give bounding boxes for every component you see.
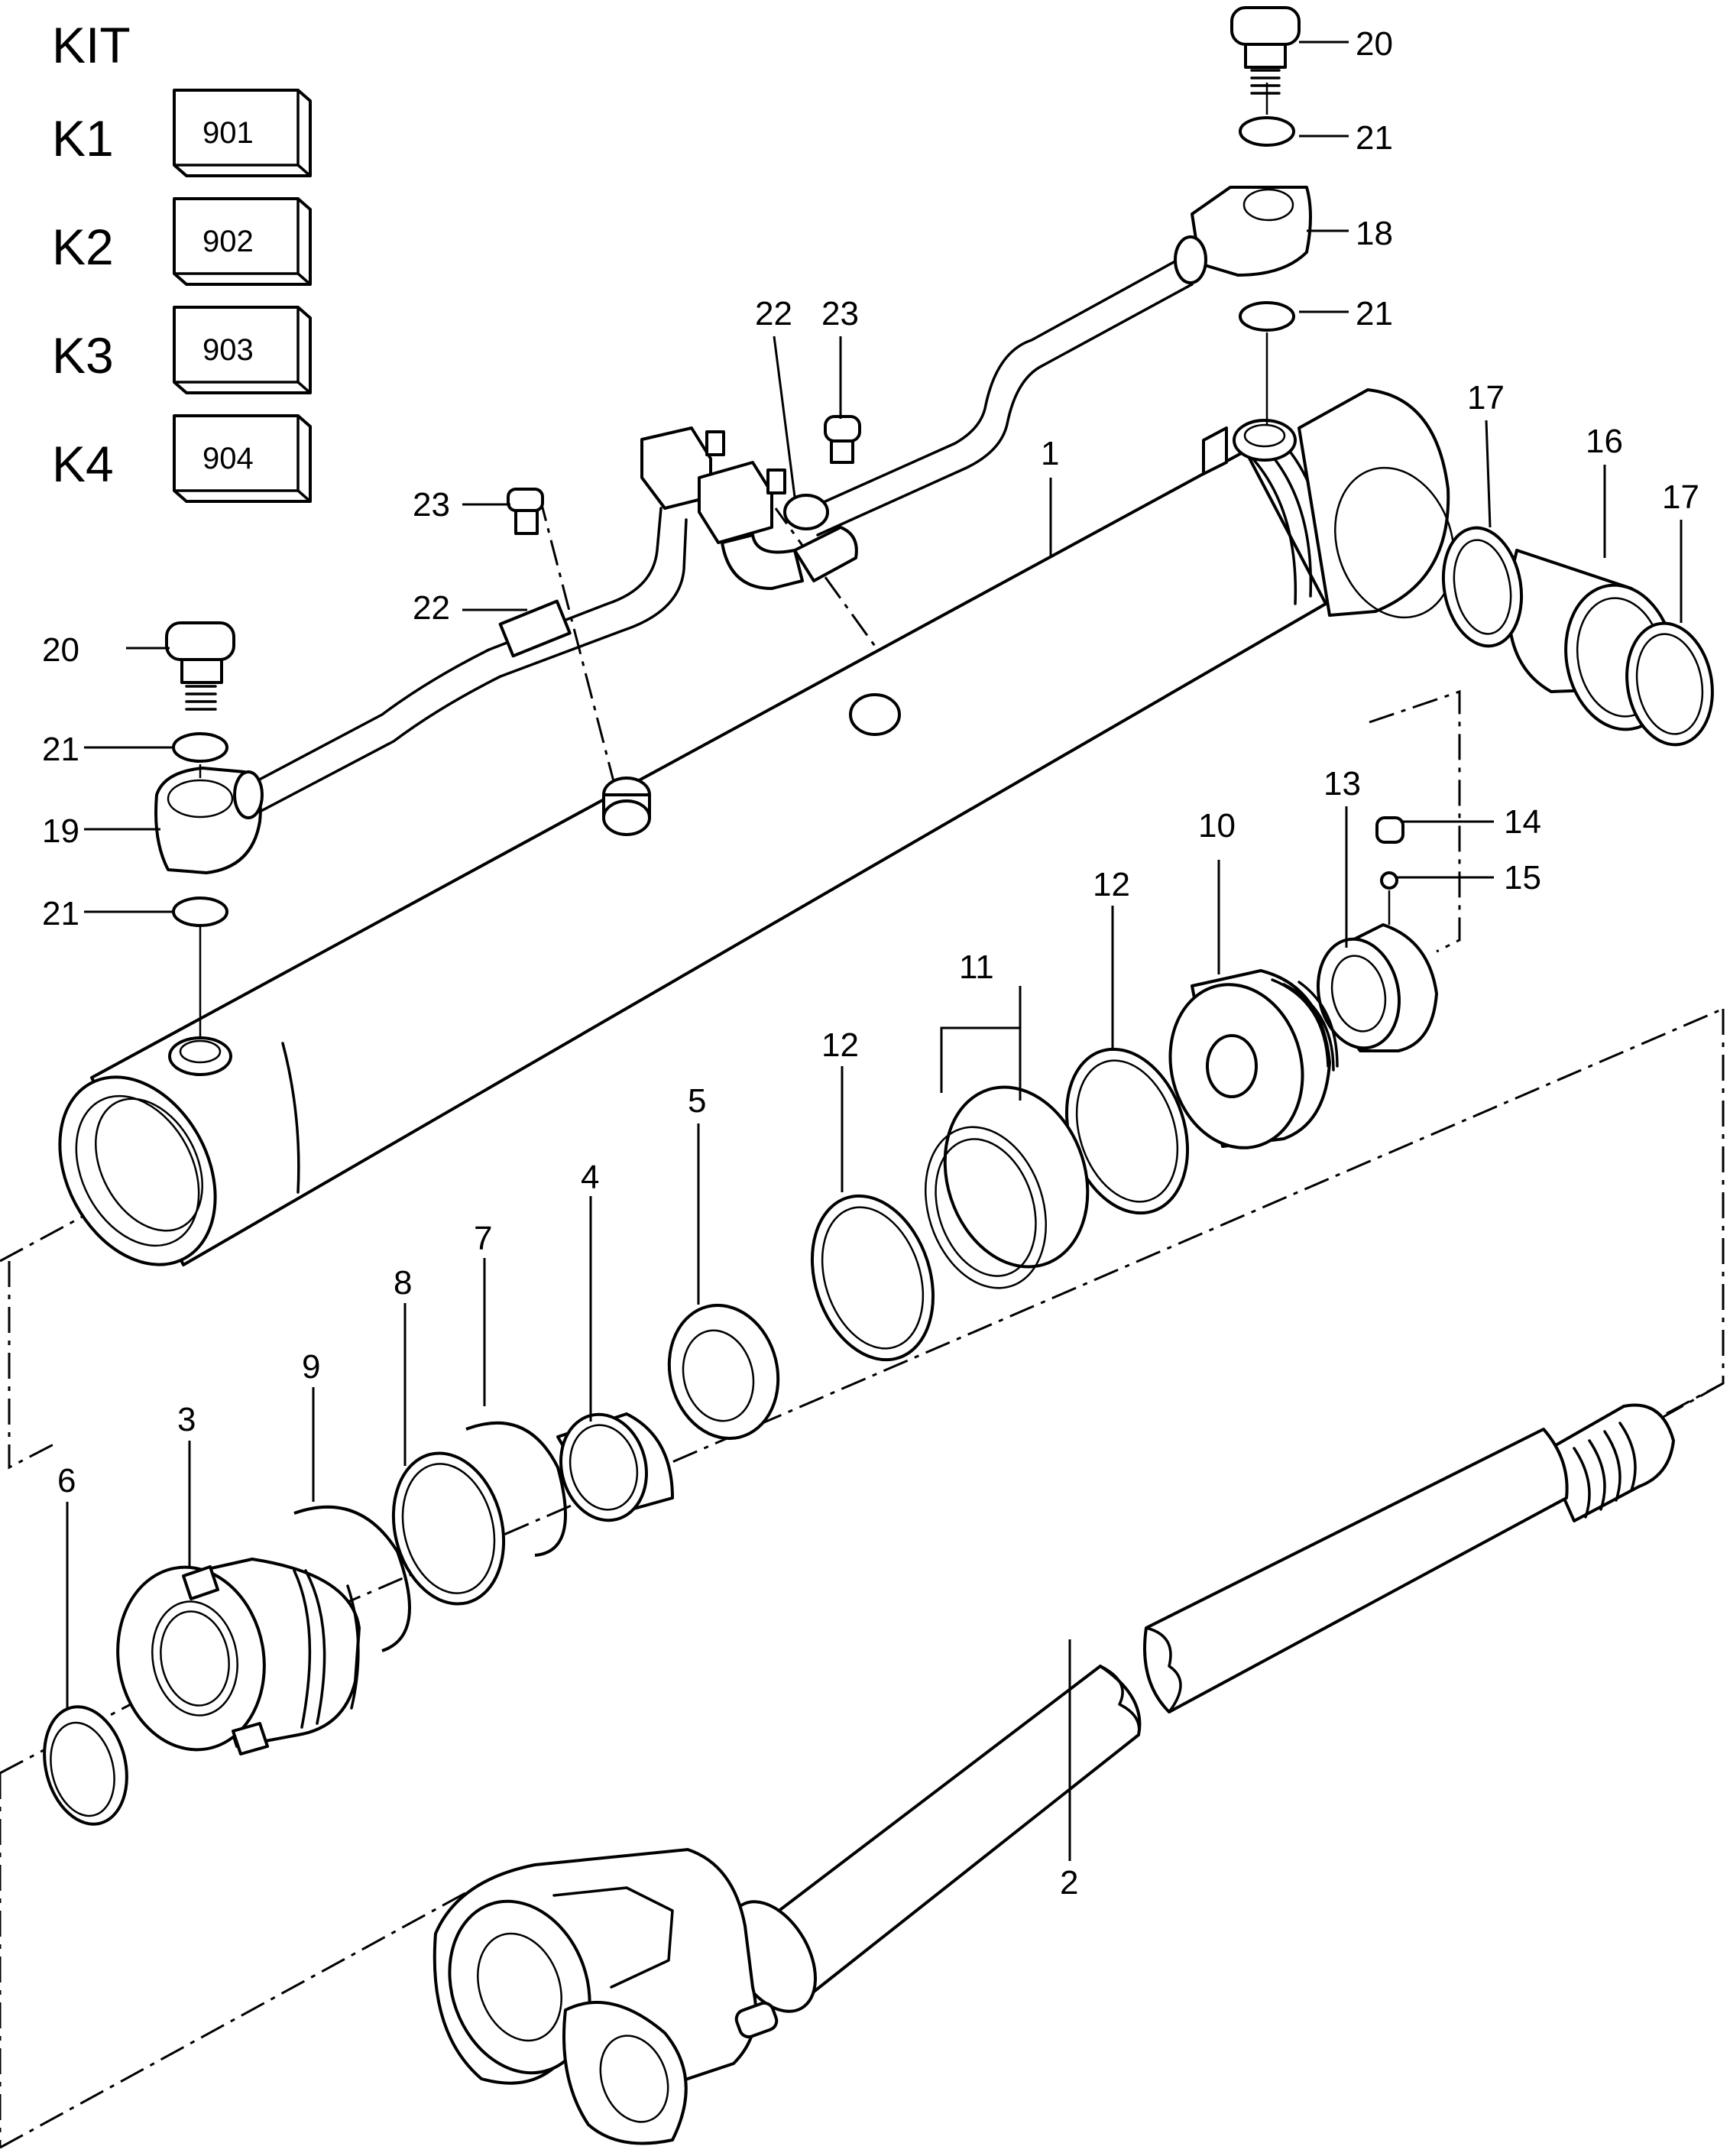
callout-14: 14 [1504, 803, 1541, 841]
callout-21-c: 21 [42, 731, 79, 768]
callout-2: 2 [1060, 1864, 1078, 1901]
part-17-rings [1441, 526, 1714, 747]
callout-16: 16 [1586, 423, 1623, 460]
callout-13: 13 [1323, 765, 1361, 802]
part-20-bleed-screw-top [1230, 6, 1301, 95]
part-11-seal [924, 1085, 1090, 1289]
callout-15: 15 [1504, 859, 1541, 896]
callout-21-b: 21 [1356, 295, 1393, 332]
kit-table: KIT K1 901 K2 902 K3 903 K4 904 [52, 17, 312, 503]
leader-lines [66, 41, 1683, 1861]
callout-11: 11 [959, 948, 994, 986]
part-8-ring [391, 1451, 506, 1606]
callout-23-top: 23 [821, 295, 859, 332]
callout-23-left: 23 [413, 486, 450, 524]
part-6-wiper-ring [43, 1705, 128, 1826]
part-2-piston-rod [432, 1403, 1675, 2145]
part-12-ring-left [810, 1194, 935, 1362]
callout-21-d: 21 [42, 895, 79, 932]
kit-label-k4: K4 [52, 436, 114, 492]
part-21-washers [172, 83, 1295, 1039]
kit-code-k2: 902 [202, 225, 254, 258]
callout-22-left: 22 [413, 589, 450, 627]
kit-row-k2: K2 902 [52, 197, 312, 286]
callout-17-b: 17 [1662, 478, 1699, 516]
callout-10: 10 [1198, 807, 1236, 845]
part-10-piston [1168, 969, 1339, 1149]
callout-7: 7 [474, 1220, 492, 1257]
callout-5: 5 [688, 1082, 706, 1120]
kit-row-k1: K1 901 [52, 89, 312, 177]
callout-12-right: 12 [1093, 866, 1130, 903]
kit-label-k1: K1 [52, 110, 114, 167]
callout-12-left: 12 [821, 1026, 859, 1064]
callout-6: 6 [57, 1462, 76, 1499]
callout-19: 19 [42, 812, 79, 850]
callout-3: 3 [177, 1401, 196, 1438]
callouts: 20 21 18 21 22 23 1 17 16 17 23 22 20 21… [42, 25, 1699, 1901]
part-15-ball [1380, 871, 1398, 925]
part-4-bushing [556, 1412, 674, 1522]
part-5-wiper [667, 1303, 780, 1441]
part-18-banjo-fitting [1174, 186, 1312, 284]
cylinder-tube [58, 388, 1455, 1266]
callout-20-left: 20 [42, 631, 79, 669]
part-23-screws [507, 415, 861, 535]
part-19-banjo-fitting [154, 767, 264, 874]
kit-heading: KIT [52, 17, 131, 73]
callout-22-top: 22 [755, 295, 792, 332]
kit-row-k3: K3 903 [52, 306, 312, 394]
callout-18: 18 [1356, 215, 1393, 252]
kit-code-k1: 901 [202, 116, 254, 150]
kit-code-k3: 903 [202, 333, 254, 367]
callout-20-top: 20 [1356, 25, 1393, 63]
part-20-bleed-screw-left [165, 621, 235, 711]
hydraulic-pipes [251, 257, 1194, 836]
callout-21-a: 21 [1356, 119, 1393, 157]
kit-label-k2: K2 [52, 219, 114, 275]
part-7-ring [465, 1421, 567, 1557]
callout-17-a: 17 [1467, 379, 1505, 417]
part-14-set-screw [1375, 816, 1404, 844]
callout-1: 1 [1041, 435, 1059, 472]
callout-8: 8 [394, 1264, 412, 1302]
callout-9: 9 [302, 1348, 320, 1386]
kit-label-k3: K3 [52, 327, 114, 384]
callout-4: 4 [581, 1159, 599, 1196]
kit-row-k4: K4 904 [52, 414, 312, 503]
part-3-cylinder-head [116, 1558, 361, 1756]
part-9-ring [293, 1505, 411, 1652]
kit-code-k4: 904 [202, 442, 254, 475]
